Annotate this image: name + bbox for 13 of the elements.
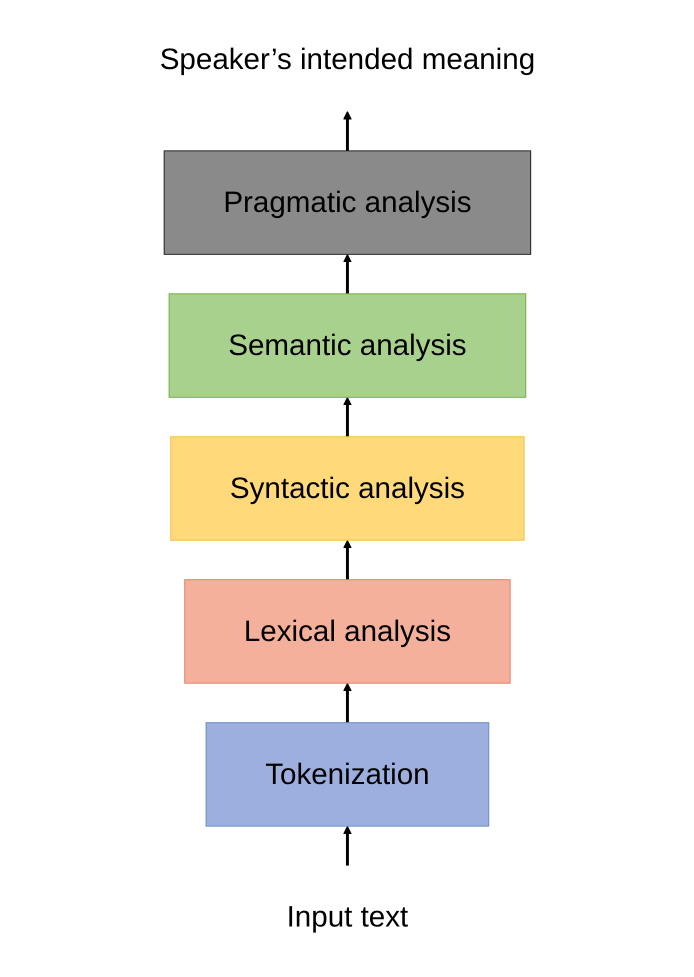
node-box: Lexical analysis	[184, 579, 510, 684]
arrow	[342, 826, 352, 866]
arrow	[342, 396, 352, 437]
node-box: Semantic analysis	[168, 293, 526, 398]
node-text: Input text	[286, 901, 408, 934]
arrow	[342, 682, 352, 723]
node-box: Syntactic analysis	[170, 436, 524, 541]
arrow	[342, 254, 352, 294]
arrow	[342, 111, 352, 151]
node-box: Tokenization	[205, 722, 489, 827]
node-text: Speaker’s intended meaning	[159, 43, 535, 76]
arrow	[342, 540, 352, 580]
node-box: Pragmatic analysis	[163, 150, 531, 255]
